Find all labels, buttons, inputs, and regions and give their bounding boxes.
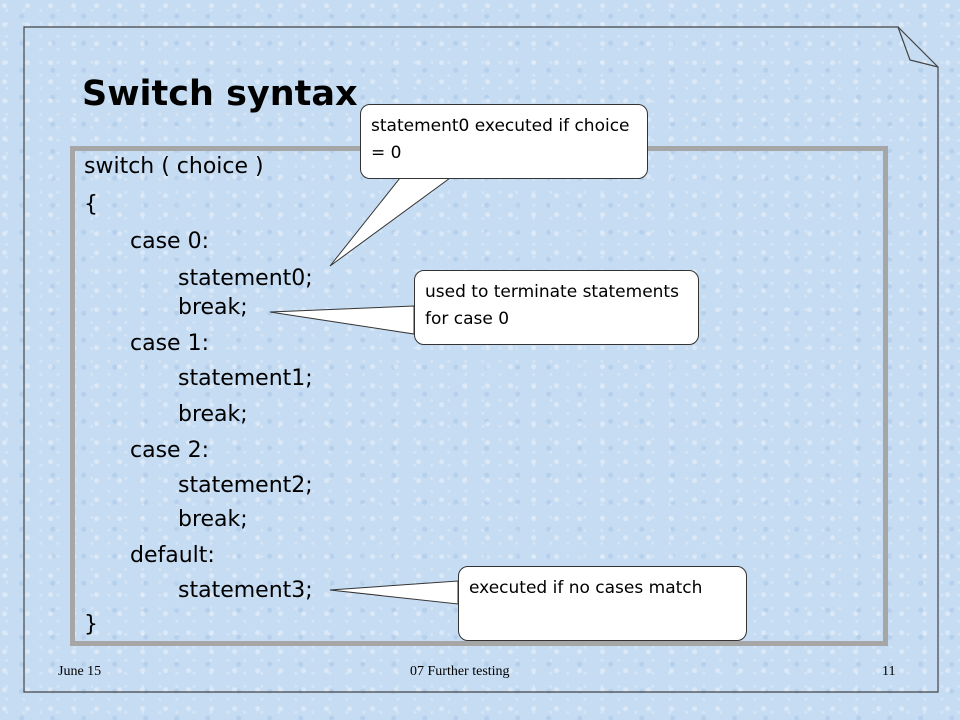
code-line: statement0; — [178, 266, 313, 291]
page-outline — [23, 26, 939, 693]
footer-center: 07 Further testing — [410, 664, 510, 679]
code-line: statement1; — [178, 366, 313, 391]
code-line: switch ( choice ) — [84, 154, 264, 179]
code-line: case 2: — [130, 438, 209, 463]
footer-page-number: 11 — [882, 664, 896, 679]
slide-title: Switch syntax — [82, 74, 358, 114]
code-line: statement3; — [178, 578, 313, 603]
code-line: break; — [178, 402, 248, 427]
code-line: break; — [178, 295, 248, 320]
code-line: { — [84, 192, 98, 217]
code-line: break; — [178, 507, 248, 532]
callout-default: executed if no cases match — [458, 566, 747, 641]
footer-date: June 15 — [58, 664, 102, 679]
code-line: default: — [130, 543, 215, 568]
callout-statement0: statement0 executed if choice = 0 — [360, 104, 648, 179]
page-fold-corner — [897, 26, 939, 68]
code-line: statement2; — [178, 473, 313, 498]
code-line: } — [84, 612, 98, 637]
code-line: case 1: — [130, 331, 209, 356]
callout-break: used to terminate statements for case 0 — [414, 270, 699, 345]
code-line: case 0: — [130, 229, 209, 254]
